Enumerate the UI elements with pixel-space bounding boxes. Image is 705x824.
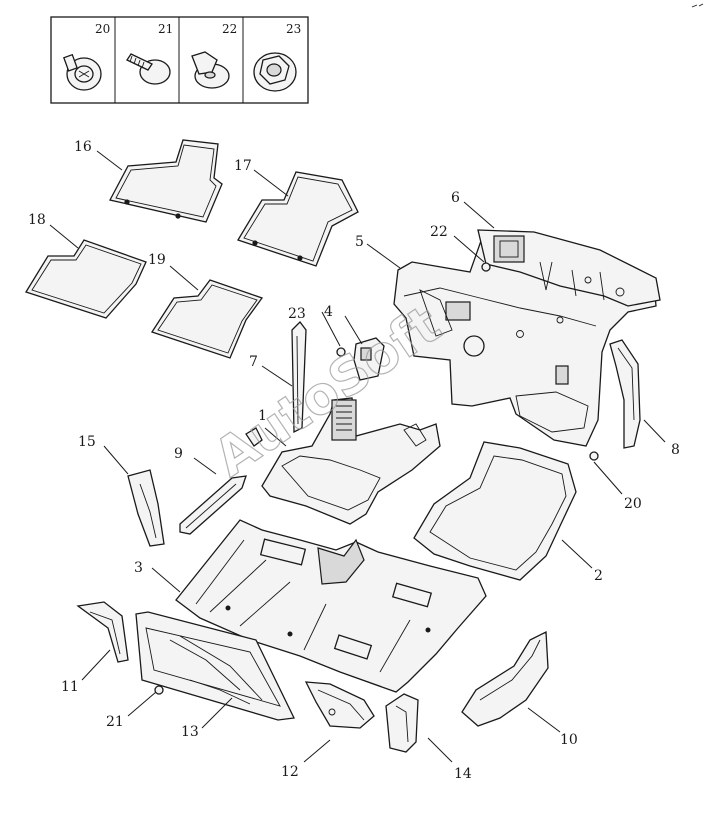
- callout-4: 4: [324, 304, 333, 320]
- sill-trim-left: [179, 427, 263, 535]
- callout-15: 15: [78, 434, 96, 450]
- side-insulator-left: [127, 469, 165, 547]
- clip-23: [336, 347, 346, 357]
- legend-number: 20: [95, 22, 110, 36]
- kick-panel-trim-right: [609, 339, 641, 449]
- square-nut-clip-icon: [191, 51, 230, 89]
- callout-7: 7: [249, 354, 258, 370]
- callout-9: 9: [174, 446, 183, 462]
- corner-mark: [691, 3, 704, 8]
- callout-6: 6: [451, 190, 460, 206]
- legend-number: 23: [286, 22, 301, 36]
- callout-11: 11: [61, 679, 79, 695]
- front-floor-carpet: [261, 397, 441, 525]
- fastener-legend: 20 21 22 23: [50, 16, 309, 104]
- callout-22: 22: [430, 224, 448, 240]
- rear-right-floor-mat: [150, 279, 264, 359]
- heel-pad-left: [304, 681, 375, 729]
- main-floor-carpet: [175, 519, 487, 693]
- rear-tunnel-insulator: [135, 611, 295, 721]
- callout-16: 16: [74, 139, 92, 155]
- callout-3: 3: [134, 560, 143, 576]
- callout-labels: 1 2 3 4 5 6 7 8 9 10 11 12 13 14 15 16 1…: [28, 139, 680, 782]
- side-insulator-center: [385, 693, 419, 753]
- clip-21: [154, 685, 164, 695]
- legend-number: 22: [222, 22, 237, 36]
- tunnel-side-strip: [291, 321, 307, 434]
- front-right-floor-mat: [237, 171, 359, 267]
- leader-lines: [49, 150, 666, 763]
- push-rivet-clip-icon: [63, 53, 102, 91]
- rear-left-floor-mat: [25, 239, 147, 319]
- rear-floor-carpet: [413, 441, 577, 581]
- dash-panel-insulator: [393, 229, 661, 447]
- callout-21: 21: [106, 714, 124, 730]
- callout-14: 14: [454, 766, 472, 782]
- tunnel-bracket: [353, 337, 385, 381]
- callout-8: 8: [671, 442, 680, 458]
- callout-20: 20: [624, 496, 642, 512]
- tree-clip-icon: [126, 53, 171, 85]
- callout-17: 17: [234, 158, 252, 174]
- front-left-floor-mat: [109, 139, 223, 223]
- callout-10: 10: [560, 732, 578, 748]
- callout-5: 5: [355, 234, 364, 250]
- clip-20: [589, 451, 599, 461]
- callout-18: 18: [28, 212, 46, 228]
- flange-nut-icon: [253, 52, 297, 92]
- callout-19: 19: [148, 252, 166, 268]
- callout-1: 1: [258, 408, 267, 424]
- callout-13: 13: [181, 724, 199, 740]
- clip-22: [481, 262, 491, 272]
- side-insulator-right: [461, 630, 549, 727]
- carpet-grille: [331, 399, 357, 441]
- callout-12: 12: [281, 764, 299, 780]
- corner-bracket-left: [76, 601, 129, 663]
- callout-23: 23: [288, 306, 306, 322]
- legend-number: 21: [158, 22, 173, 36]
- callout-2: 2: [594, 568, 603, 584]
